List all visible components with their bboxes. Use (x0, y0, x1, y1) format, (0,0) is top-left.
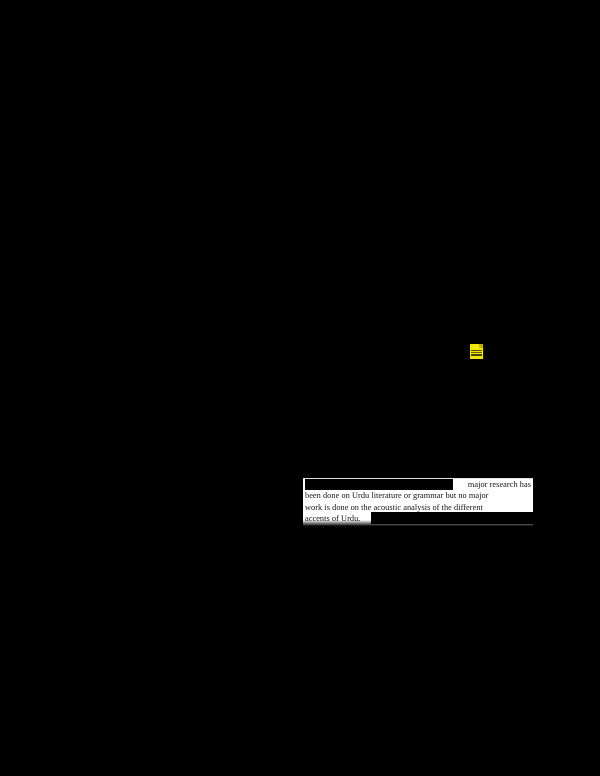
fragment-top-edge (303, 478, 533, 479)
fragment-bottom-fade (303, 520, 533, 528)
sticky-note-scribble (471, 350, 482, 357)
sticky-note-icon[interactable] (470, 344, 483, 359)
text-line-2: been done on Urdu literature or grammar … (305, 491, 489, 501)
text-line-1-visible: major research has (467, 480, 531, 489)
sticky-note-fold (479, 344, 483, 348)
text-line-3: work is done on the acoustic analysis of… (305, 502, 483, 512)
text-line-4-visible: accents of Urdu. (305, 514, 361, 524)
redaction-overlay-line-1 (305, 479, 453, 490)
fragment-lines: major research has been done on Urdu lit… (303, 478, 533, 525)
visible-text-fragment: major research has been done on Urdu lit… (303, 478, 533, 528)
text-line-1: major research has (305, 479, 531, 490)
